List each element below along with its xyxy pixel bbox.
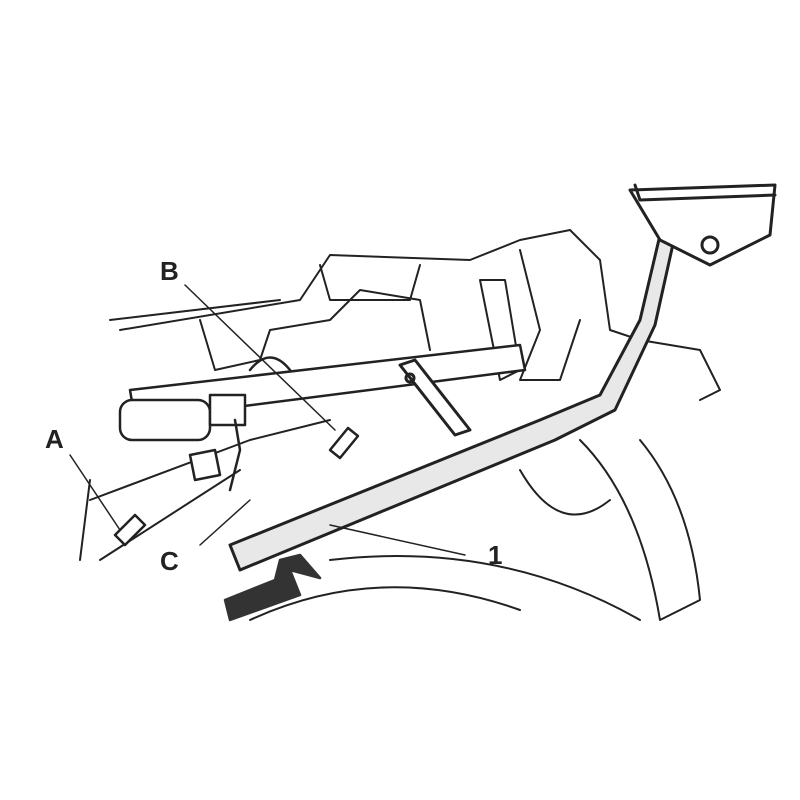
- bracket-b: [248, 356, 292, 372]
- exhaust-tube: [118, 343, 527, 492]
- rack-frame-part-1: [228, 183, 777, 572]
- direction-arrow: [223, 553, 322, 622]
- bolt-b: [328, 426, 360, 460]
- bolt-a: [113, 513, 147, 547]
- leader-lines: [69, 284, 466, 556]
- label-b: B: [160, 256, 179, 286]
- label-part-1: 1: [488, 540, 503, 570]
- label-c: C: [160, 546, 179, 576]
- label-a: A: [45, 424, 64, 454]
